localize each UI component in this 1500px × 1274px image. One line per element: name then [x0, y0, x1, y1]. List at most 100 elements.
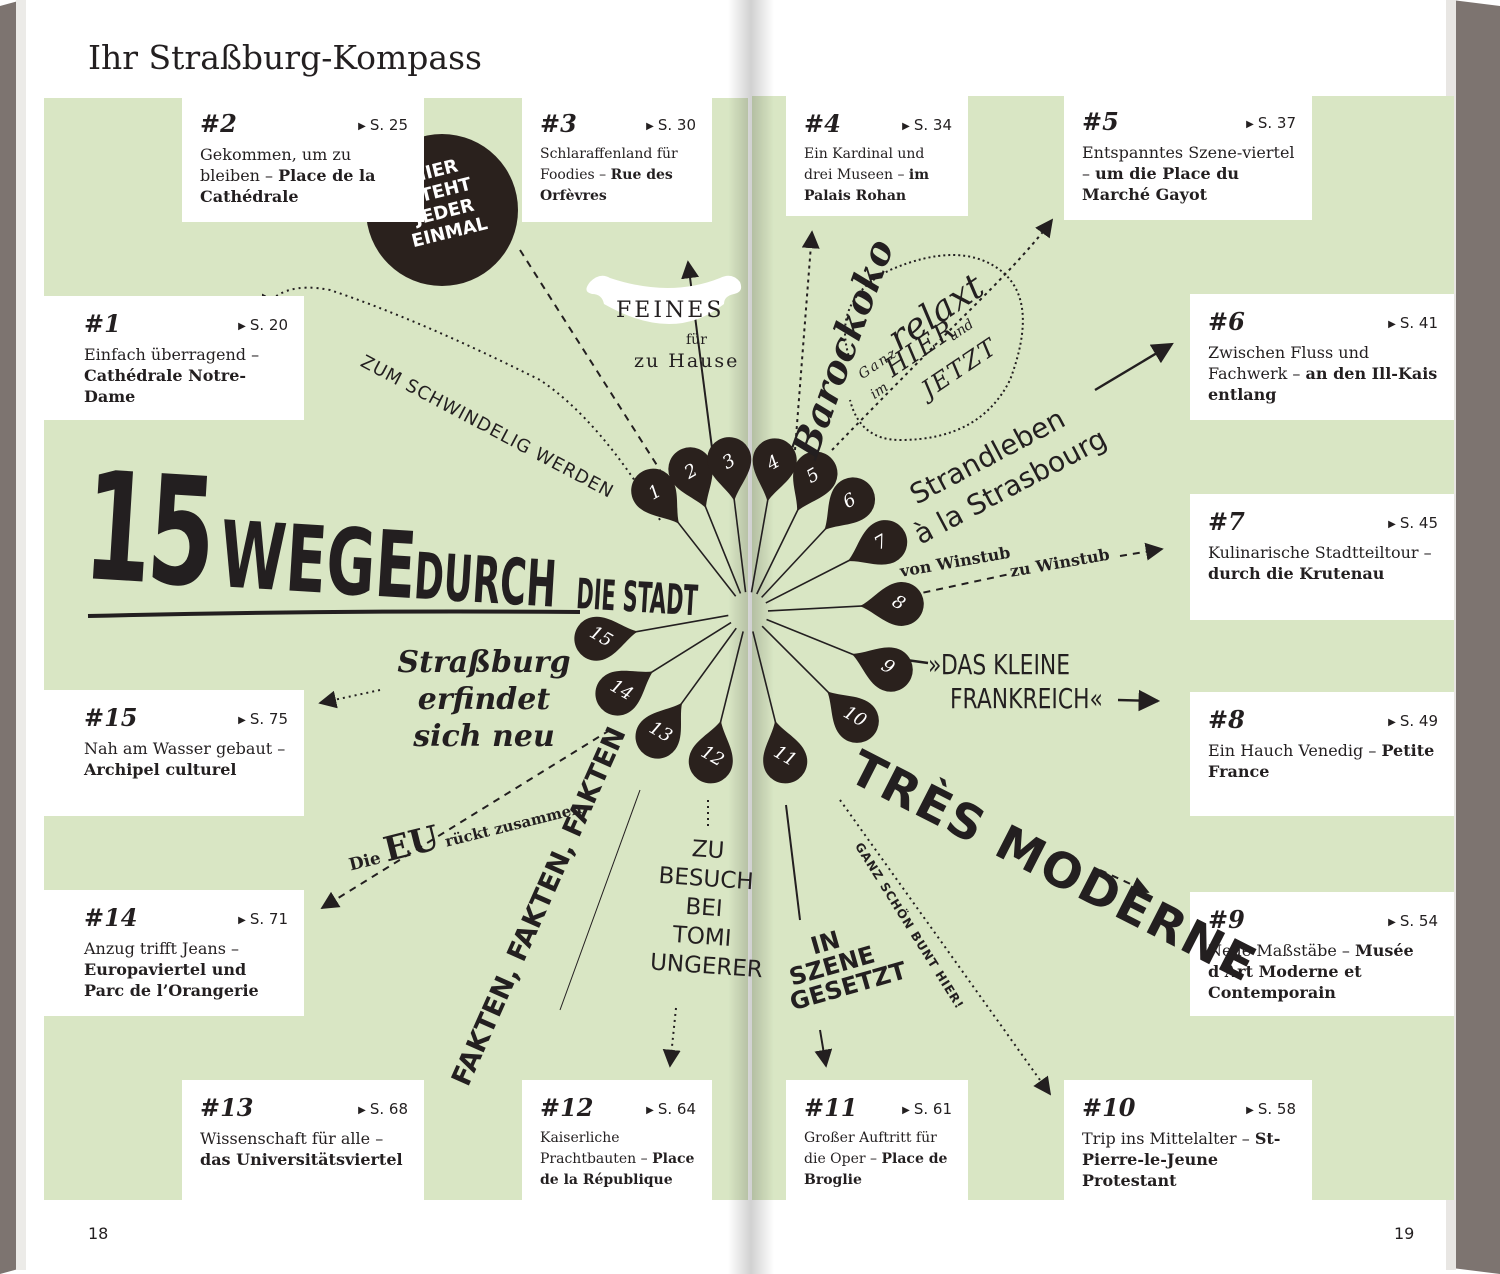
page-ref: S. 34	[902, 116, 952, 134]
route-description: Nah am Wasser gebaut – Archipel culturel	[84, 738, 288, 780]
spoke	[766, 618, 860, 658]
label-erfindet: Straßburg erfindet sich neu	[384, 644, 584, 755]
headline-word3: DIE STADT	[574, 569, 699, 626]
route-number: #11	[804, 1093, 858, 1122]
headline-underline	[87, 609, 581, 618]
route-description: Wissenschaft für alle – das Universitäts…	[200, 1128, 408, 1170]
pin-3: 3	[707, 437, 752, 501]
page-ref: S. 37	[1246, 114, 1296, 132]
spoke	[767, 604, 868, 612]
route-highlight: um die Place du Marché Gayot	[1082, 164, 1240, 204]
route-description: Großer Auftritt für die Oper – Place de …	[804, 1128, 952, 1191]
route-card-2: #2 S. 25 Gekommen, um zu bleiben – Place d…	[182, 96, 424, 222]
pin-2: 2	[668, 447, 713, 509]
route-highlight: St-Pierre-le-Jeune Protestant	[1082, 1129, 1281, 1190]
route-number: #13	[200, 1093, 254, 1122]
route-number: #7	[1208, 507, 1245, 536]
pin-13: 13	[635, 702, 683, 759]
spoke	[732, 492, 747, 593]
route-card-15: #15 S. 75 Nah am Wasser gebaut – Archipel …	[44, 690, 304, 816]
spread-title: Ihr Straßburg-Kompass	[88, 38, 482, 77]
route-text: Einfach überragend –	[84, 345, 260, 364]
route-number: #12	[540, 1093, 594, 1122]
route-number: #2	[200, 109, 237, 138]
page-ref: S. 30	[646, 116, 696, 134]
route-description: Gekommen, um zu bleiben – Place de la Ca…	[200, 144, 408, 207]
route-highlight: Petite France	[1208, 741, 1435, 781]
route-highlight: Europaviertel und Parc de l’Orangerie	[84, 960, 259, 1000]
route-text: Kulinarische Stadtteiltour –	[1208, 543, 1432, 562]
route-highlight: im Palais Rohan	[804, 167, 930, 204]
route-description: Anzug trifft Jeans – Europaviertel und P…	[84, 938, 288, 1001]
label-kleine2: FRANKREICH«	[950, 682, 1103, 715]
route-card-13: #13 S. 68 Wissenschaft für alle – das Univ…	[182, 1080, 424, 1206]
spoke	[673, 516, 737, 597]
page-ref: S. 71	[238, 910, 288, 928]
spoke	[750, 493, 770, 593]
pin-5: 5	[793, 451, 838, 512]
erfindet-line: erfindet	[417, 682, 551, 717]
label-zuhause: zu Hause	[634, 350, 740, 372]
pin-4: 4	[752, 438, 797, 502]
route-highlight: an den Ill-Kais entlang	[1208, 364, 1438, 404]
cover-edge-right	[1452, 0, 1500, 1274]
label-tomi: ZU BESUCH BEI TOMI UNGERER	[649, 833, 763, 985]
route-text: Nah am Wasser gebaut –	[84, 739, 286, 758]
page-ref: S. 75	[238, 710, 288, 728]
pin-10: 10	[827, 691, 879, 743]
label-kleine1: »DAS KLEINE	[928, 648, 1071, 681]
route-number: #4	[804, 109, 841, 138]
pin-15: 15	[574, 616, 638, 661]
route-highlight: durch die Krutenau	[1208, 564, 1385, 583]
spoke	[702, 500, 742, 594]
page-number-left: 18	[88, 1224, 109, 1243]
route-highlight: Rue des Orfèvres	[540, 167, 673, 204]
route-card-9: #9 S. 54 Neue Maßstäbe – Musée d’Art Moder…	[1190, 892, 1454, 1016]
route-highlight: Place de Broglie	[804, 1151, 948, 1188]
route-number: #9	[1208, 905, 1245, 934]
headline-word2: DURCH	[412, 540, 559, 623]
route-description: Schlaraffenland für Foodies – Rue des Or…	[540, 144, 696, 207]
route-highlight: Place de la Cathédrale	[200, 166, 376, 206]
page-ref: S. 45	[1388, 514, 1438, 532]
route-number: #1	[84, 309, 121, 338]
route-text: Kaiserliche Prachtbauten –	[540, 1130, 648, 1167]
route-description: Kaiserliche Prachtbauten – Place de la R…	[540, 1128, 696, 1191]
route-text: Ein Hauch Venedig –	[1208, 741, 1377, 760]
pin-12: 12	[688, 720, 733, 784]
page-ref: S. 68	[358, 1100, 408, 1118]
route-description: Entspanntes Szene-viertel – um die Place…	[1082, 142, 1296, 205]
route-text: Wissenschaft für alle –	[200, 1129, 384, 1148]
route-number: #3	[540, 109, 577, 138]
spoke	[752, 631, 778, 729]
route-highlight: Archipel culturel	[84, 760, 237, 779]
page-number-right: 19	[1394, 1224, 1415, 1243]
route-number: #5	[1082, 107, 1119, 136]
pin-8: 8	[859, 581, 924, 626]
route-highlight: Cathédrale Notre-Dame	[84, 366, 247, 406]
route-highlight: Place de la République	[540, 1151, 695, 1188]
route-description: Trip ins Mittelalter – St-Pierre-le-Jeun…	[1082, 1128, 1296, 1191]
route-text: Trip ins Mittelalter –	[1082, 1129, 1250, 1148]
page-ref: S. 25	[358, 116, 408, 134]
sausage-icon	[586, 275, 742, 324]
page-ref: S. 41	[1388, 314, 1438, 332]
pin-1: 1	[631, 468, 680, 524]
eu-die: Die	[347, 848, 383, 876]
route-description: Zwischen Fluss und Fachwerk – an den Ill…	[1208, 342, 1438, 405]
spoke	[765, 556, 856, 604]
headline-number: 15	[79, 440, 217, 622]
route-description: Neue Maßstäbe – Musée d’Art Moderne et C…	[1208, 940, 1438, 1003]
headline-word1: WEGE	[216, 501, 420, 621]
spoke	[761, 523, 831, 598]
route-text: Entspanntes Szene-viertel –	[1082, 143, 1295, 183]
label-fuer: für	[686, 332, 707, 348]
page-ref: S. 54	[1388, 912, 1438, 930]
route-description: Einfach überragend – Cathédrale Notre-Da…	[84, 344, 288, 407]
route-number: #15	[84, 703, 138, 732]
